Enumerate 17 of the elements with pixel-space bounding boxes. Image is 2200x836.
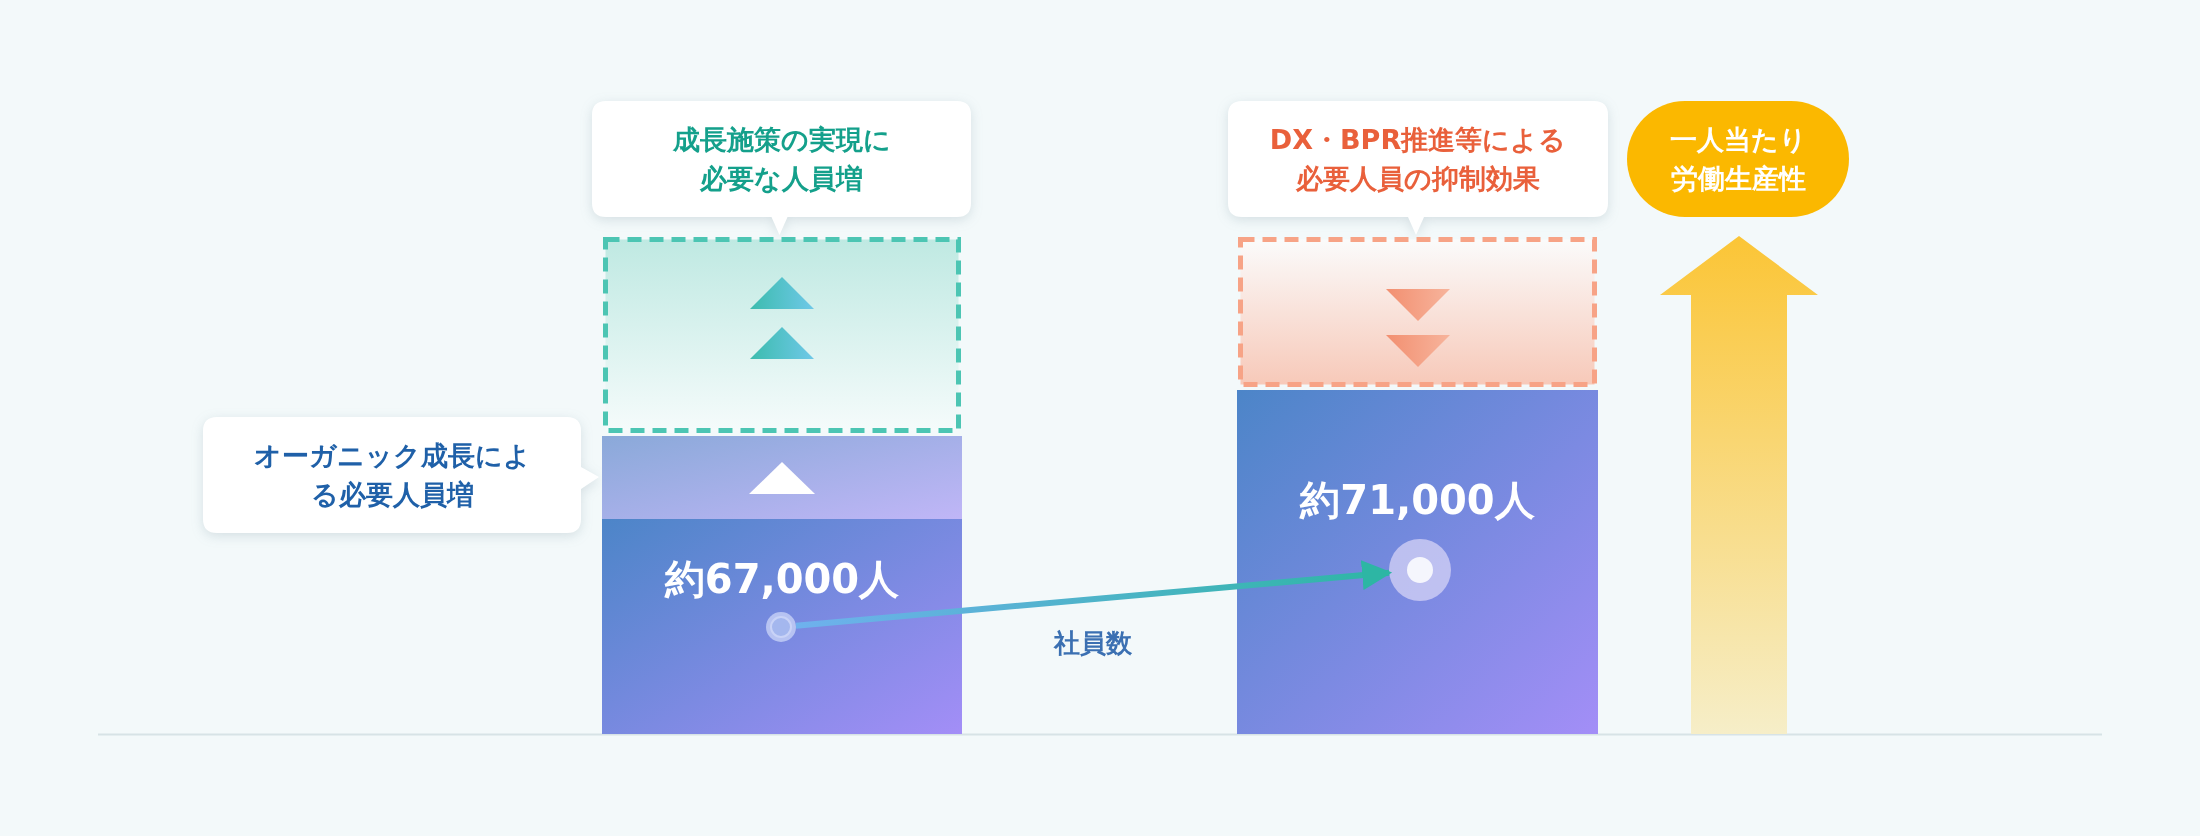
callout-text: 一人当たり労働生産性 xyxy=(1668,122,1808,196)
arrow xyxy=(795,560,1393,629)
bar-segment xyxy=(602,436,962,519)
dashed-box xyxy=(1238,237,1597,387)
dot xyxy=(766,612,796,642)
callout-text: 成長施策の実現に必要な人員増 xyxy=(671,122,892,196)
value-label: 約71,000人 xyxy=(1298,476,1536,525)
callout-text: DX・BPR推進等による必要人員の抑制効果 xyxy=(1268,122,1568,196)
dashed-box xyxy=(603,237,961,433)
callout-bubble xyxy=(203,417,599,533)
callout-text: オーガニック成長による必要人員増 xyxy=(252,438,532,512)
callout-bubble xyxy=(592,101,971,235)
bar xyxy=(602,519,962,734)
bar xyxy=(1237,390,1598,734)
value-label: 約67,000人 xyxy=(663,555,901,604)
target-ring xyxy=(1389,539,1451,601)
callout-bubble xyxy=(1228,101,1608,235)
